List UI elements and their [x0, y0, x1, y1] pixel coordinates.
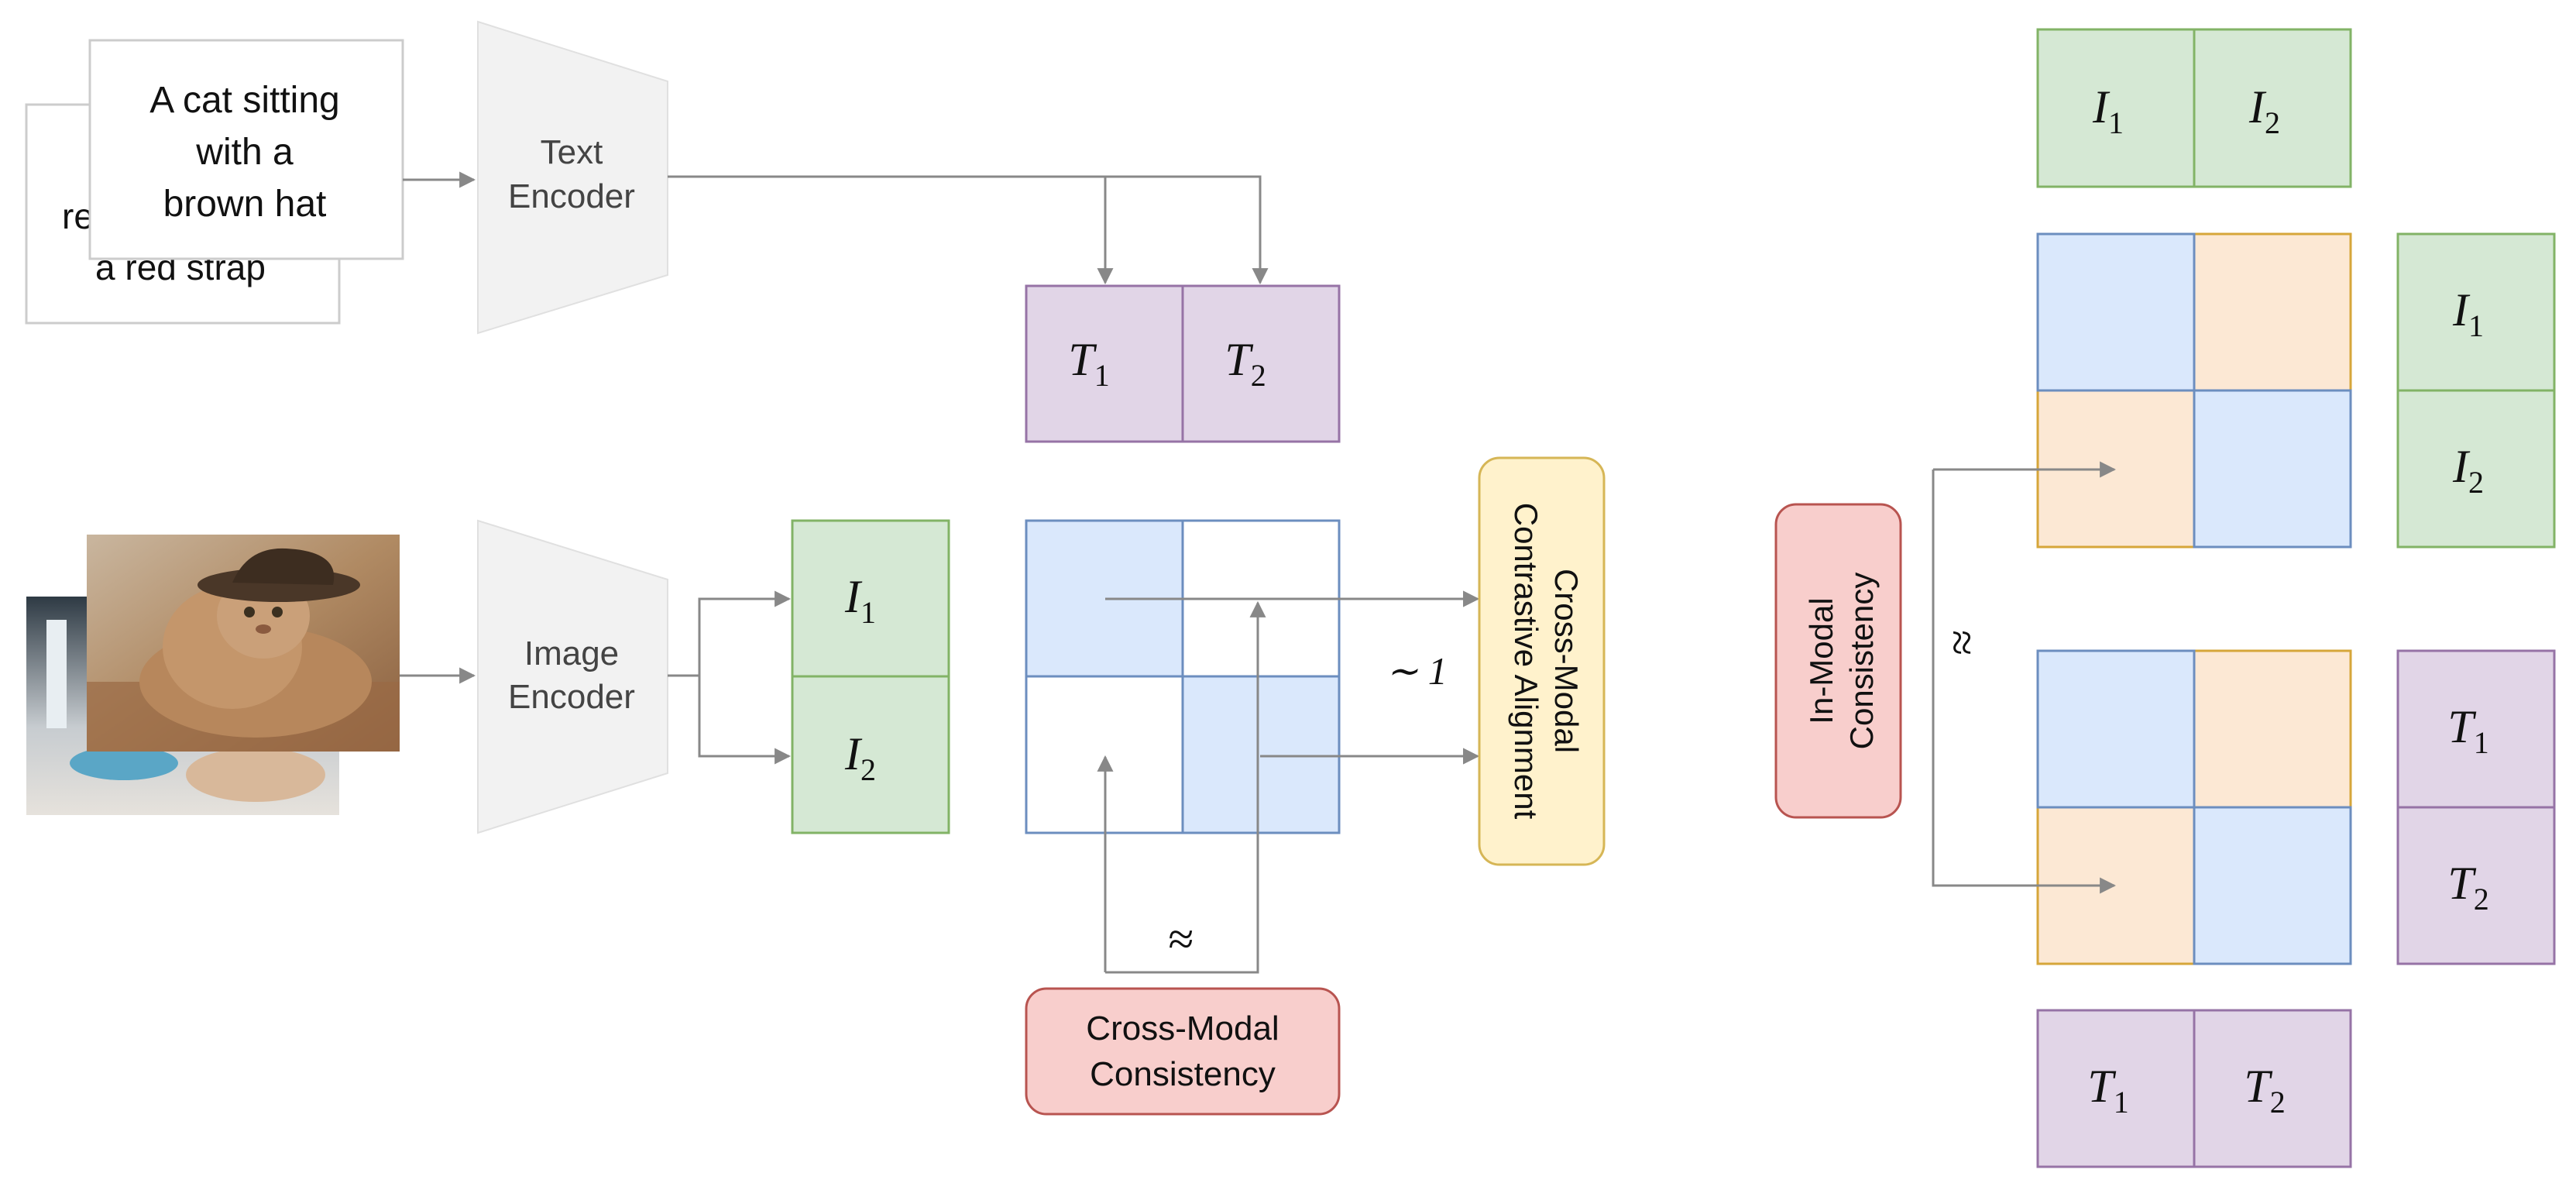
i1-cell — [791, 519, 950, 678]
image-encoder: Image Encoder — [477, 519, 668, 834]
image-embeddings-center: I1 I2 — [791, 519, 950, 834]
matrix-cell-22 — [1181, 675, 1341, 834]
text-encoder-line-1: Text — [541, 133, 603, 171]
cross-modal-consistency-line-1: Cross-Modal — [1086, 1010, 1279, 1047]
rc-t1-cell — [2396, 649, 2556, 809]
arrow-encoder-to-i2 — [698, 676, 792, 765]
text-embeddings-right-column: T1 T2 — [2396, 649, 2556, 965]
tilde-one-symbol: ∼ 1 — [1386, 649, 1447, 693]
tt-cell-22 — [2193, 806, 2352, 965]
tr-i1-cell — [2036, 28, 2196, 188]
image-embeddings-top-right: I1 I2 — [2036, 28, 2352, 188]
rc-i2-symbol: I2 — [2452, 441, 2484, 500]
cross-modal-similarity-matrix — [1025, 519, 1341, 834]
inmodal-overlay-arrows — [1933, 461, 2117, 894]
ii-cell-11 — [2036, 232, 2196, 392]
in-modal-approx-symbol: ≈ — [1936, 631, 1987, 656]
image-cat-photo — [87, 535, 400, 752]
image-encoder-line-1: Image — [524, 635, 619, 672]
text-encoder-line-2: Encoder — [508, 177, 635, 215]
in-modal-label-line-2: Consistency — [1843, 573, 1880, 750]
text-embeddings-bottom-right: T1 T2 — [2036, 1009, 2352, 1168]
matrix-overlay-arrows — [1097, 590, 1480, 972]
cross-modal-consistency-box: Cross-Modal Consistency — [1025, 987, 1341, 1116]
br-t1-symbol: T1 — [2087, 1061, 2128, 1120]
arrow-encoder-to-t2 — [668, 175, 1269, 285]
contrastive-label-line-1: Cross-Modal — [1548, 569, 1585, 753]
ii-cell-22 — [2193, 389, 2352, 549]
rc-t2-cell — [2396, 806, 2556, 965]
tt-cell-12 — [2193, 649, 2352, 809]
text-card-front: A cat sitting with a brown hat — [88, 39, 404, 260]
tr-i1-symbol: I1 — [2092, 81, 2124, 140]
rc-t2-symbol: T2 — [2447, 858, 2488, 917]
rc-t1-symbol: T1 — [2447, 701, 2488, 760]
i2-cell — [791, 675, 950, 834]
cross-modal-approx-symbol: ≈ — [1168, 913, 1194, 965]
front-card-line-1: A cat sitting — [149, 80, 339, 121]
image-embeddings-right-column: I1 I2 — [2396, 232, 2556, 549]
rc-i2-cell — [2396, 389, 2556, 549]
tr-i2-cell — [2193, 28, 2352, 188]
image-encoder-line-2: Encoder — [508, 678, 635, 716]
t2-cell — [1181, 284, 1341, 443]
rc-i1-cell — [2396, 232, 2556, 392]
in-modal-consistency-box: In-Modal Consistency — [1774, 503, 1902, 819]
text-embeddings-center: T1 T2 — [1025, 284, 1341, 443]
front-card-line-3: brown hat — [163, 184, 327, 225]
br-t2-cell — [2193, 1009, 2352, 1168]
t1-cell — [1025, 284, 1184, 443]
front-card-line-2: with a — [195, 132, 294, 173]
back-card-line-1: re — [62, 196, 94, 236]
br-t2-symbol: T2 — [2244, 1061, 2285, 1120]
contrastive-alignment-box: Cross-Modal Contrastive Alignment — [1478, 456, 1606, 866]
contrastive-label-line-2: Contrastive Alignment — [1508, 503, 1544, 820]
rc-i1-symbol: I1 — [2452, 284, 2484, 343]
i1-symbol: I1 — [844, 571, 876, 630]
text-text-similarity-matrix — [2036, 649, 2352, 965]
ii-cell-12 — [2193, 232, 2352, 392]
br-t1-cell — [2036, 1009, 2196, 1168]
image-image-similarity-matrix — [2036, 232, 2352, 549]
in-modal-label-line-1: In-Modal — [1803, 597, 1839, 724]
text-encoder: Text Encoder — [477, 20, 668, 335]
tt-cell-11 — [2036, 649, 2196, 809]
tr-i2-symbol: I2 — [2248, 81, 2280, 140]
t1-symbol: T1 — [1068, 334, 1109, 393]
i2-symbol: I2 — [844, 728, 876, 787]
t2-symbol: T2 — [1224, 334, 1266, 393]
arrow-encoder-to-i1 — [668, 590, 792, 677]
cross-modal-consistency-line-2: Consistency — [1090, 1055, 1276, 1093]
